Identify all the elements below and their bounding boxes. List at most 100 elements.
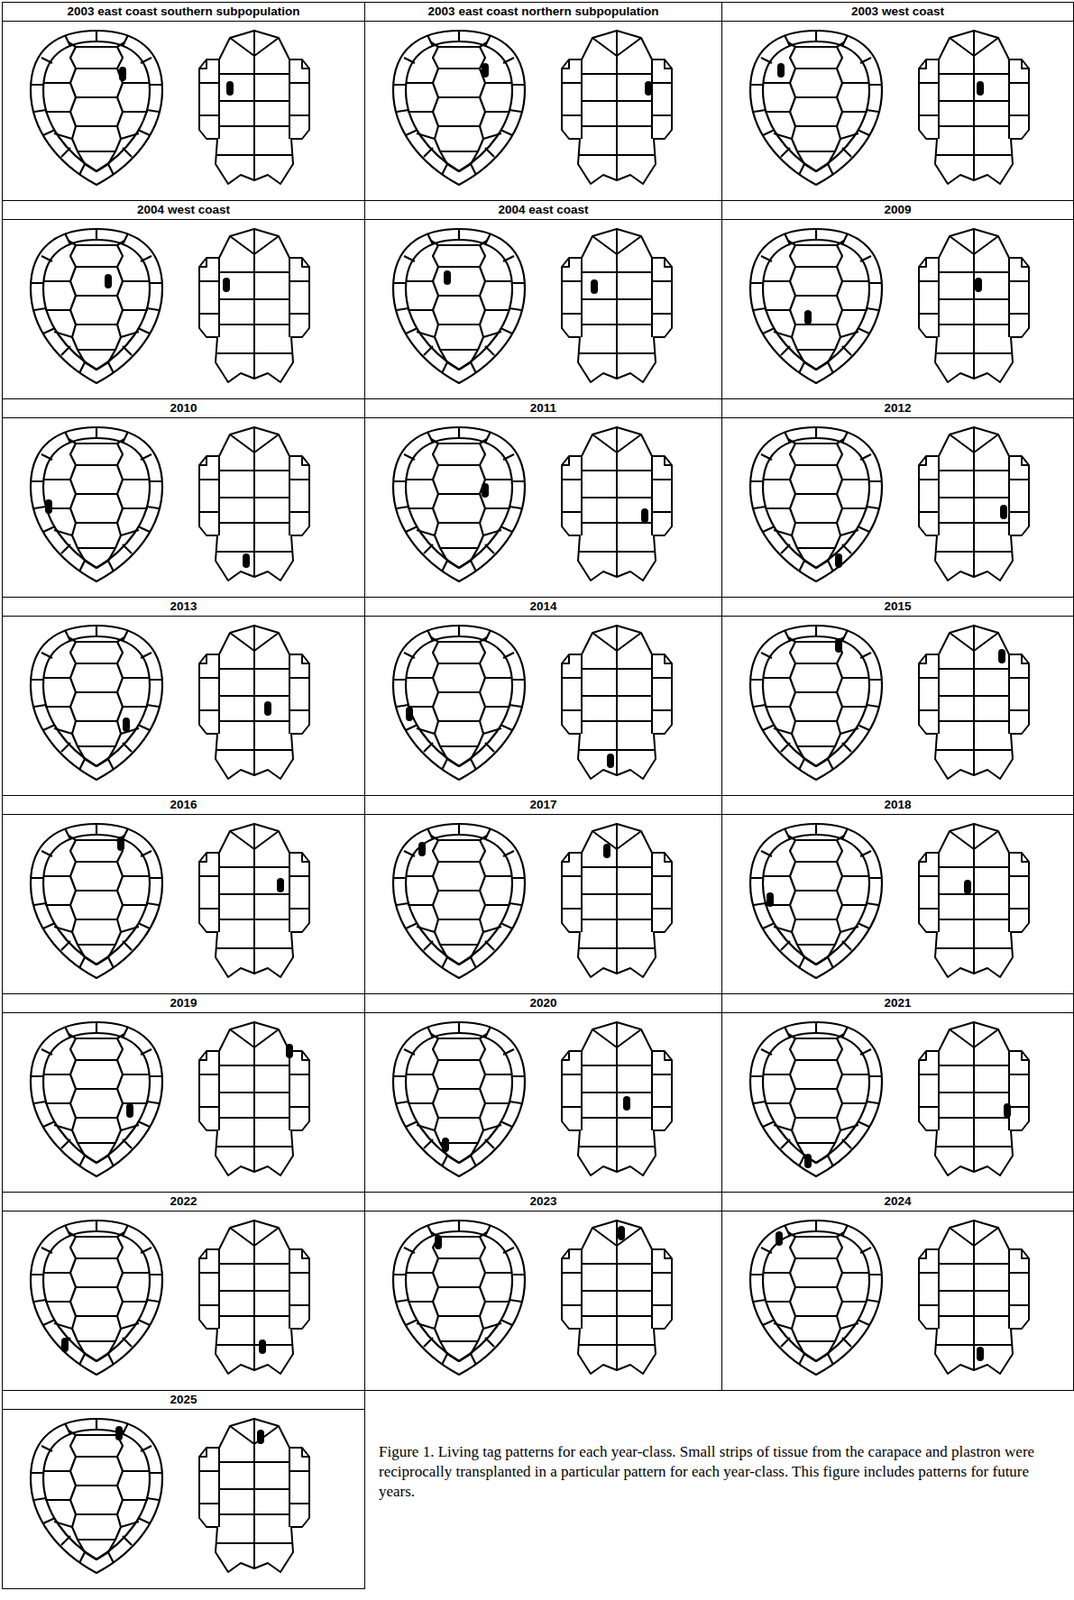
carapace <box>30 1022 163 1177</box>
table-cell: 2023 <box>364 1192 723 1392</box>
plastron <box>561 625 672 780</box>
cell-header: 2025 <box>2 1391 365 1411</box>
plastron <box>918 30 1029 184</box>
table-cell: 2009 <box>721 200 1074 400</box>
table-cell: 2004 east coast <box>364 200 723 400</box>
carapace <box>393 229 525 384</box>
carapace <box>393 1220 525 1376</box>
cell-header: 2015 <box>722 597 1074 617</box>
carapace <box>30 229 163 384</box>
cell-heading: 2004 east coast <box>498 202 589 217</box>
cell-heading: 2021 <box>883 996 911 1010</box>
cell-heading: 2020 <box>529 996 557 1010</box>
carapace <box>750 229 882 384</box>
cell-header: 2012 <box>722 399 1074 419</box>
plastron <box>199 1419 310 1573</box>
plastron <box>561 229 672 383</box>
carapace <box>393 427 525 582</box>
carapace <box>393 625 525 781</box>
cell-heading: 2010 <box>169 401 197 415</box>
plastron <box>199 1220 310 1375</box>
cell-header: 2018 <box>722 796 1074 816</box>
plastron <box>199 30 310 184</box>
table-cell: 2012 <box>721 398 1074 598</box>
carapace <box>30 1220 163 1376</box>
plastron <box>199 824 310 978</box>
table-cell: 2025 <box>1 1390 366 1590</box>
cell-heading: 2015 <box>883 599 911 614</box>
cell-heading: 2003 east coast southern subpopulation <box>66 4 300 19</box>
carapace <box>393 1022 525 1177</box>
plastron <box>918 1220 1029 1375</box>
table-cell: 2003 east coast northern subpopulation <box>364 1 723 202</box>
table-cell: 2011 <box>364 398 723 598</box>
cell-header: 2004 west coast <box>2 201 365 221</box>
carapace <box>750 824 882 979</box>
carapace <box>750 427 882 582</box>
carapace <box>30 625 163 781</box>
cell-header: 2004 east coast <box>365 201 722 221</box>
cell-heading: 2023 <box>529 1194 557 1209</box>
table-cell: 2020 <box>364 993 723 1194</box>
cell-heading: 2024 <box>883 1194 911 1209</box>
cell-heading: 2025 <box>169 1393 197 1407</box>
table-cell: 2013 <box>1 596 366 797</box>
carapace <box>30 30 163 185</box>
carapace <box>393 824 525 979</box>
plastron <box>561 1022 672 1176</box>
cell-heading: 2011 <box>530 401 557 415</box>
cell-header: 2021 <box>722 994 1074 1014</box>
plastron <box>199 625 310 780</box>
cell-heading: 2004 west coast <box>137 202 230 217</box>
cell-header: 2022 <box>2 1193 365 1212</box>
plastron <box>199 427 310 581</box>
plastron <box>918 229 1029 383</box>
cell-header: 2003 east coast southern subpopulation <box>2 2 365 22</box>
cell-heading: 2019 <box>169 996 197 1010</box>
cell-header: 2014 <box>365 597 722 617</box>
plastron <box>918 427 1029 581</box>
cell-header: 2020 <box>365 994 722 1014</box>
table-cell: 2022 <box>1 1192 366 1392</box>
table-cell: 2016 <box>1 795 366 995</box>
cell-header: 2003 west coast <box>722 2 1074 22</box>
cell-header: 2017 <box>365 796 722 816</box>
cell-header: 2019 <box>2 994 365 1014</box>
carapace <box>750 1022 882 1177</box>
table-cell: 2003 east coast southern subpopulation <box>1 1 366 202</box>
cell-header: 2013 <box>2 597 365 617</box>
plastron <box>199 1022 310 1176</box>
carapace <box>750 30 882 185</box>
table-cell: 2014 <box>364 596 723 797</box>
carapace <box>393 30 525 185</box>
carapace <box>30 824 163 979</box>
table-cell: 2024 <box>721 1192 1074 1392</box>
cell-heading: 2017 <box>529 798 557 812</box>
cell-header: 2011 <box>365 399 722 419</box>
table-cell: 2019 <box>1 993 366 1194</box>
figure-caption: Figure 1. Living tag patterns for each y… <box>378 1442 1065 1503</box>
cell-heading: 2014 <box>529 599 557 614</box>
table-cell: 2017 <box>364 795 723 995</box>
table-cell: 2004 west coast <box>1 200 366 400</box>
cell-heading: 2022 <box>169 1194 197 1209</box>
plastron <box>561 824 672 978</box>
plastron <box>561 427 672 581</box>
plastron <box>918 1022 1029 1176</box>
cell-header: 2003 east coast northern subpopulation <box>365 2 722 22</box>
cell-header: 2009 <box>722 201 1074 221</box>
plastron <box>918 625 1029 780</box>
plastron <box>561 1220 672 1375</box>
cell-heading: 2009 <box>883 202 911 217</box>
table-cell: 2021 <box>721 993 1074 1194</box>
cell-heading: 2018 <box>883 798 911 812</box>
cell-heading: 2003 west coast <box>851 4 945 19</box>
carapace <box>30 1419 163 1574</box>
cell-header: 2016 <box>2 796 365 816</box>
cell-header: 2010 <box>2 399 365 419</box>
cell-heading: 2013 <box>169 599 197 614</box>
carapace <box>750 1220 882 1376</box>
cell-header: 2023 <box>365 1193 722 1212</box>
plastron <box>561 30 672 184</box>
table-cell: 2015 <box>721 596 1074 797</box>
